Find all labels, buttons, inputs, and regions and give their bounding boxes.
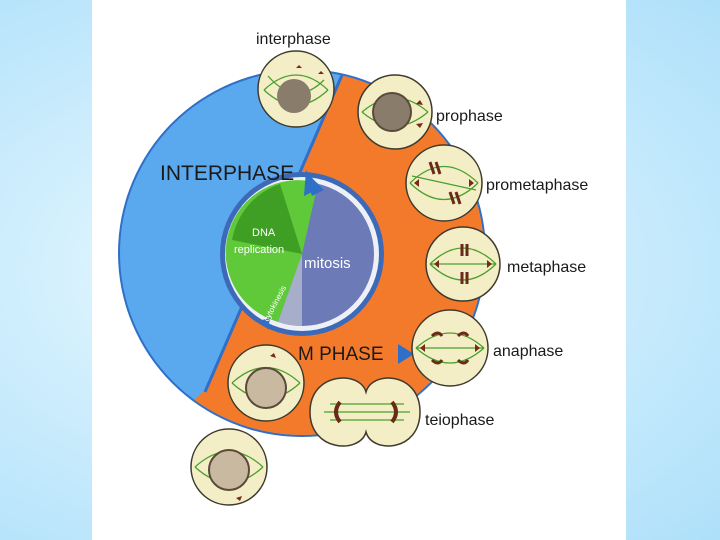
anaphase-stage-label: anaphase [493, 343, 563, 360]
interphase-arrow-icon [304, 170, 320, 196]
daughter-cell-bottom [190, 428, 268, 506]
cytokinesis-sector [278, 254, 302, 327]
m-phase-ring-label: M PHASE [298, 344, 384, 365]
interphase-cell [257, 50, 335, 128]
interphase-ring-label: INTERPHASE [160, 162, 294, 185]
anaphase-cell [411, 309, 489, 387]
prophase-cell [357, 74, 433, 150]
metaphase-stage-label: metaphase [507, 259, 586, 276]
dna-label-line1: DNA [252, 227, 276, 239]
prometaphase-stage-label: prometaphase [486, 177, 588, 194]
prophase-stage-label: prophase [436, 108, 503, 125]
cycle-arrow-bottom-icon [262, 318, 270, 330]
telophase-cell [309, 377, 421, 447]
metaphase-cell [425, 226, 501, 302]
inner-cycle-circle [220, 172, 384, 336]
mitosis-label: mitosis [304, 255, 351, 272]
m-phase-arrow-icon [398, 344, 414, 364]
daughter-cell-left [227, 344, 305, 422]
telophase-stage-label: teiophase [425, 412, 494, 429]
g1-sector [232, 184, 302, 254]
interphase-stage-label: interphase [256, 31, 331, 48]
dna-label-line2: replication [234, 244, 284, 256]
prometaphase-cell [405, 144, 483, 222]
